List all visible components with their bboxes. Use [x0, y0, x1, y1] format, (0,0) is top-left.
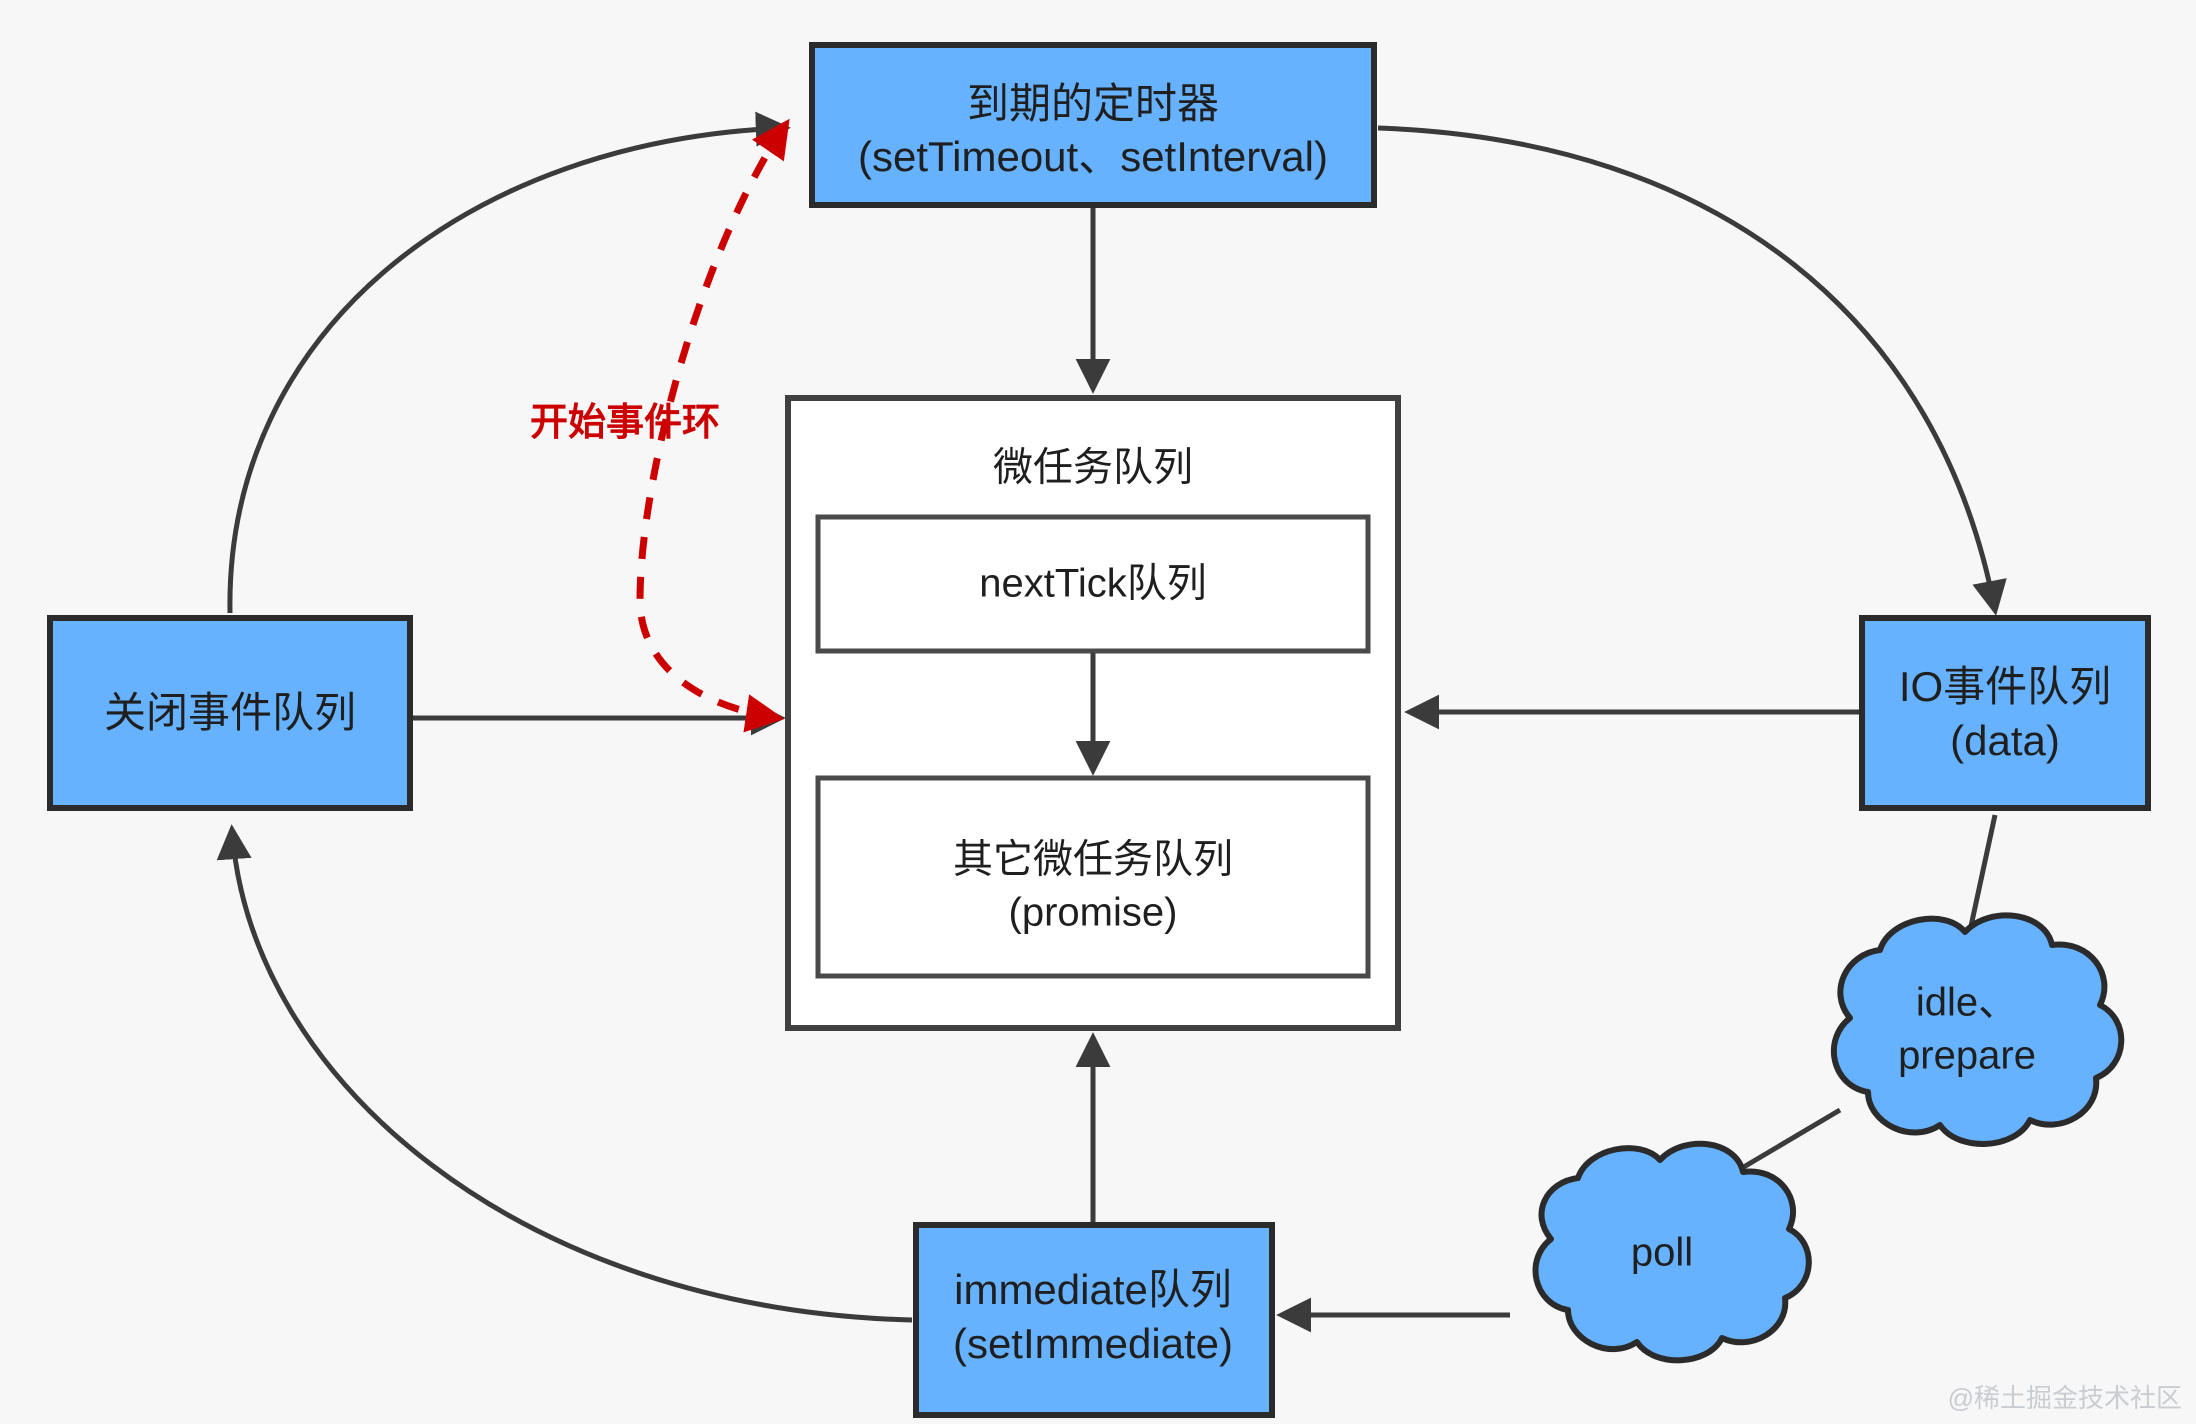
node-next-tick-queue[interactable]: nextTick队列 — [815, 514, 1371, 654]
node-close-events-label: 关闭事件队列 — [104, 689, 356, 736]
node-timers-line2: (setTimeout、setInterval) — [858, 133, 1328, 180]
other-microtask-line2: (promise) — [1009, 891, 1178, 935]
node-microtask-container[interactable]: 微任务队列 nextTick队列 其它微任务队列 (promise) — [785, 395, 1401, 1031]
edge-timers-to-io — [1377, 125, 2007, 616]
node-io-events-line2: (data) — [1950, 717, 2060, 764]
edge-immediate-to-close — [216, 824, 913, 1323]
node-immediate-queue[interactable]: immediate队列 (setImmediate) — [913, 1222, 1275, 1418]
node-poll-cloud[interactable]: poll — [1532, 1140, 1812, 1364]
node-immediate-line2: (setImmediate) — [953, 1320, 1233, 1367]
annotation-start-event-loop: 开始事件环 — [530, 402, 720, 444]
node-io-events-line1: IO事件队列 — [1899, 663, 2111, 710]
edge-close-to-timers — [227, 111, 791, 614]
edge-idle-to-poll — [1740, 1107, 1842, 1171]
node-idle-prepare-cloud[interactable]: idle、 prepare — [1830, 912, 2125, 1147]
node-timers-line1: 到期的定时器 — [967, 80, 1219, 127]
node-io-events[interactable]: IO事件队列 (data) — [1859, 615, 2151, 811]
node-close-events[interactable]: 关闭事件队列 — [47, 615, 413, 811]
next-tick-queue-label: nextTick队列 — [979, 562, 1206, 606]
microtask-container-title: 微任务队列 — [993, 446, 1193, 490]
node-other-microtask-queue[interactable]: 其它微任务队列 (promise) — [815, 775, 1371, 979]
idle-prepare-line2: prepare — [1898, 1034, 2036, 1078]
poll-label: poll — [1631, 1231, 1693, 1275]
node-timers[interactable]: 到期的定时器 (setTimeout、setInterval) — [809, 42, 1377, 208]
edge-start-event-loop — [636, 118, 790, 733]
node-immediate-line1: immediate队列 — [954, 1266, 1232, 1313]
watermark: @稀土掘金技术社区 — [1948, 1383, 2182, 1413]
other-microtask-line1: 其它微任务队列 — [953, 838, 1233, 882]
edge-io-to-idle — [1965, 814, 1998, 941]
idle-prepare-line1: idle、 — [1916, 981, 2018, 1025]
